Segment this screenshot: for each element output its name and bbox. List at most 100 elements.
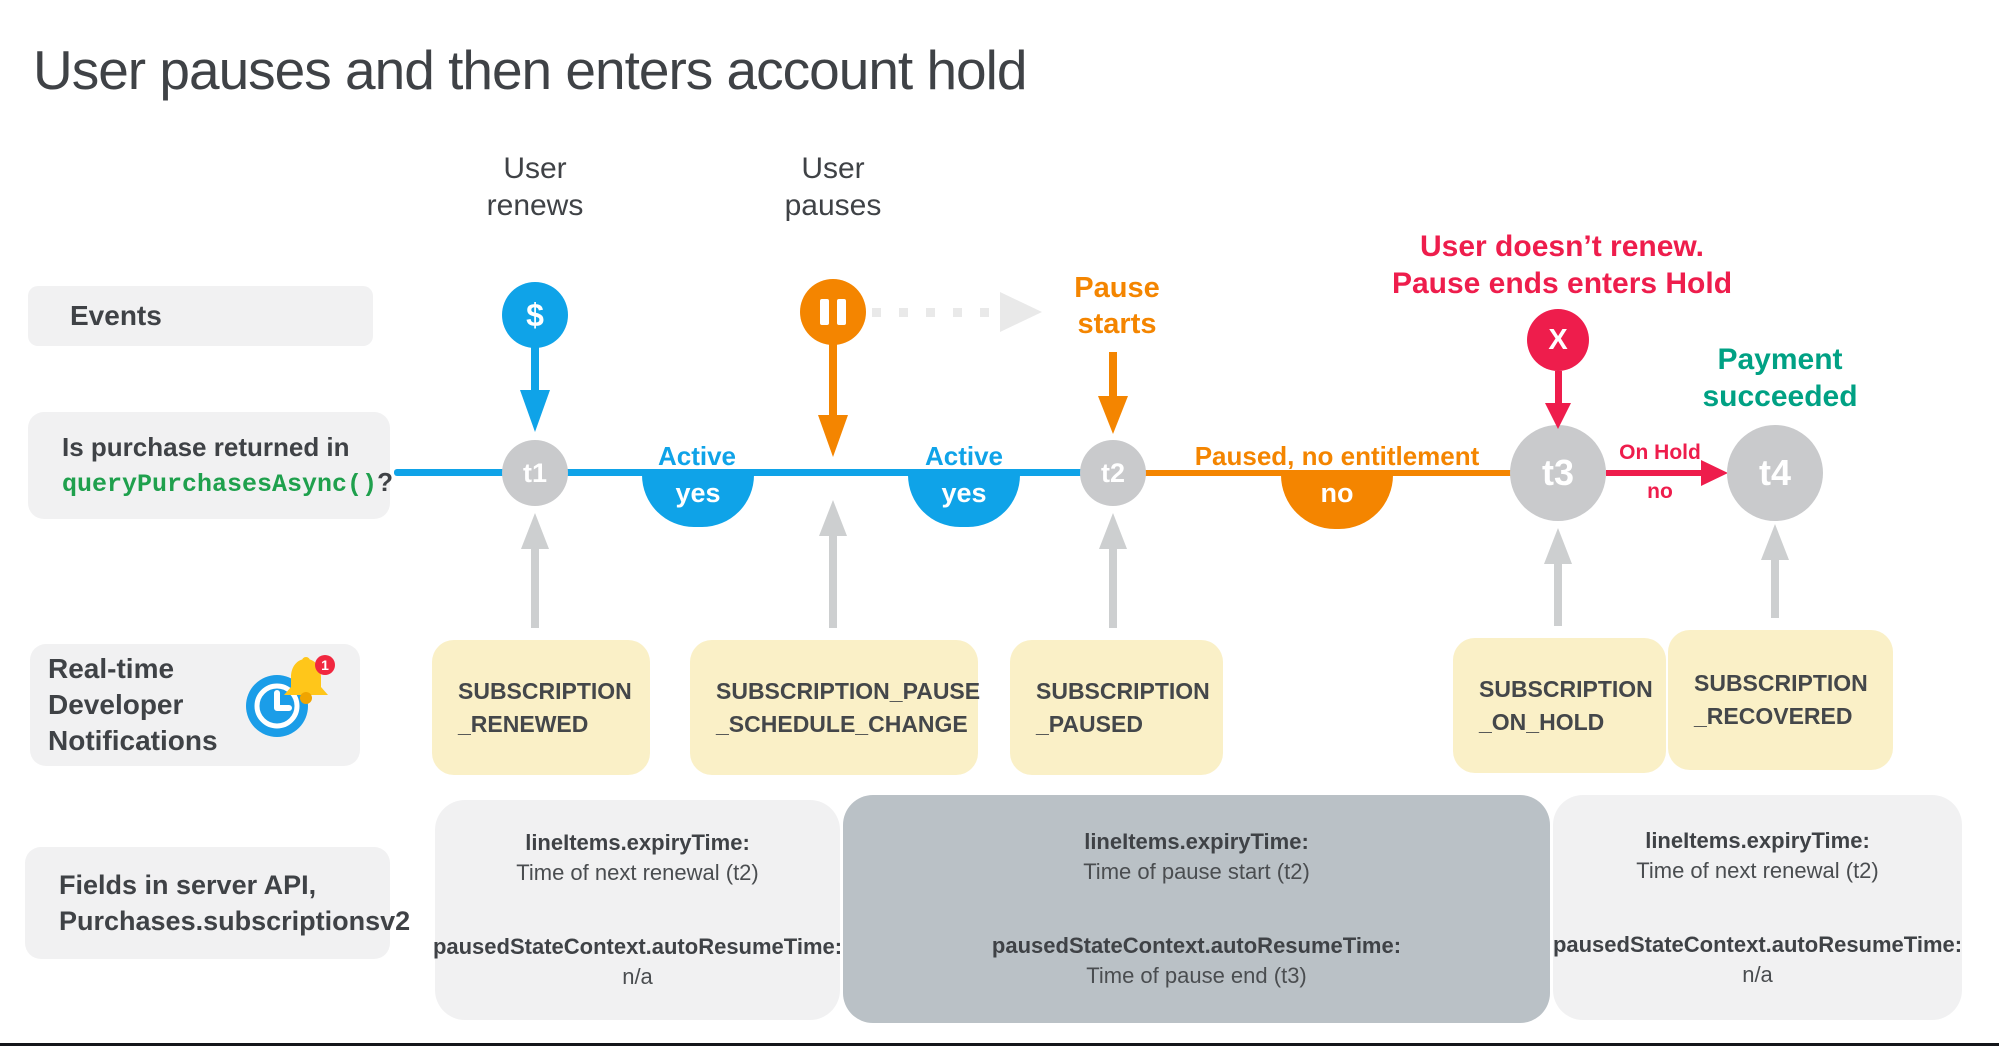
timeline-node-t1: t1 <box>502 440 568 506</box>
timeline-segment-paused <box>1113 470 1558 476</box>
field-name: lineItems.expiryTime: <box>1084 829 1309 854</box>
rtdn-recovered-line2: _RECOVERED <box>1694 703 1853 729</box>
event-pause-starts-line2: starts <box>1077 308 1157 340</box>
field-name: pausedStateContext.autoResumeTime: <box>432 934 843 959</box>
hold-arrowhead-icon <box>1701 460 1728 486</box>
field-value: Time of next renewal (t2) <box>1636 857 1879 883</box>
dotted-connector-line <box>872 308 1000 317</box>
dotted-connector-arrowhead-icon <box>1000 292 1042 332</box>
timeline-segment-hold <box>1606 470 1703 476</box>
rtdn-arrow-2-head-icon <box>819 500 847 536</box>
purchase-question-code: queryPurchasesAsync() <box>62 470 378 499</box>
rtdn-box-paused: SUBSCRIPTION _PAUSED <box>1010 640 1223 775</box>
rtdn-on-hold-line2: _ON_HOLD <box>1479 708 1605 735</box>
renew-arrow-head-icon <box>520 390 550 432</box>
rtdn-label-line3: Notifications <box>48 725 218 756</box>
rtdn-arrow-4-head-icon <box>1544 528 1572 564</box>
purchase-question-line1: Is purchase returned in <box>62 432 350 462</box>
answer-yes-badge-1: yes <box>642 475 754 527</box>
pause-arrow-shaft <box>829 343 837 415</box>
purchase-question-label: Is purchase returned in queryPurchasesAs… <box>28 412 393 519</box>
rtdn-renewed-line1: SUBSCRIPTION <box>458 677 632 704</box>
field-name: lineItems.expiryTime: <box>525 830 750 855</box>
event-pause-starts-label: Pause starts <box>1037 270 1197 342</box>
field-value: Time of next renewal (t2) <box>516 860 759 885</box>
event-user-pauses-label: User pauses <box>753 150 913 224</box>
rtdn-on-hold-line1: SUBSCRIPTION <box>1479 675 1653 702</box>
answer-no-on-hold: no <box>1647 480 1673 503</box>
hold-x-icon: X <box>1527 309 1589 371</box>
timeline-node-t4: t4 <box>1727 425 1823 521</box>
answer-yes-badge-2: yes <box>908 475 1020 527</box>
rtdn-box-recovered: SUBSCRIPTION _RECOVERED <box>1668 630 1893 770</box>
event-hold-line1: User doesn’t renew. <box>1420 230 1704 263</box>
rtdn-pause-schedule-line2: _SCHEDULE_CHANGE <box>716 710 968 737</box>
event-user-renews-label: User renews <box>455 150 615 224</box>
rtdn-box-on-hold: SUBSCRIPTION _ON_HOLD <box>1453 638 1666 773</box>
field-value: n/a <box>1742 961 1773 987</box>
event-user-renews-line1: User <box>503 152 567 185</box>
hold-arrow-shaft <box>1555 371 1562 403</box>
segment-label-active-1: Active <box>657 441 737 471</box>
event-payment-line2: succeeded <box>1702 380 1858 413</box>
purchase-question-suffix: ? <box>377 467 393 497</box>
rtdn-arrow-5-head-icon <box>1761 524 1789 560</box>
field-value: n/a <box>622 964 653 989</box>
field-value: Time of pause end (t3) <box>1086 963 1307 988</box>
events-row-label-text: Events <box>70 300 162 331</box>
rtdn-label-line1: Real-time <box>48 653 175 684</box>
event-payment-line1: Payment <box>1717 343 1843 376</box>
hold-arrow-head-icon <box>1545 403 1571 429</box>
rtdn-arrow-4-shaft <box>1554 564 1562 626</box>
field-name: lineItems.expiryTime: <box>1645 827 1870 853</box>
event-user-pauses-line2: pauses <box>784 189 882 222</box>
timeline-segment-active <box>394 469 1114 476</box>
fields-box-paused: lineItems.expiryTime: Time of pause star… <box>843 795 1550 1023</box>
pause-bar-right <box>837 299 846 325</box>
rtdn-pause-schedule-line1: SUBSCRIPTION_PAUSE <box>716 677 981 704</box>
rtdn-arrow-3-head-icon <box>1099 513 1127 549</box>
pause-starts-arrow-shaft <box>1109 352 1117 396</box>
renew-dollar-icon: $ <box>502 282 568 348</box>
rtdn-arrow-5-shaft <box>1771 560 1779 618</box>
event-pause-starts-line1: Pause <box>1074 272 1160 304</box>
fields-label-line2: Purchases.subscriptionsv2 <box>59 906 411 936</box>
rtdn-paused-line2: _PAUSED <box>1036 710 1143 737</box>
fields-box-renewed: lineItems.expiryTime: Time of next renew… <box>432 800 843 1020</box>
pause-bar-left <box>820 299 829 325</box>
pause-arrow-head-icon <box>818 415 848 457</box>
fields-label-line1: Fields in server API, <box>59 870 317 900</box>
timeline-node-t3: t3 <box>1510 425 1606 521</box>
event-user-renews-line2: renews <box>486 189 584 222</box>
segment-label-on-hold: On Hold <box>1619 441 1701 464</box>
event-hold-label: User doesn’t renew. Pause ends enters Ho… <box>1377 228 1747 302</box>
fields-box-hold: lineItems.expiryTime: Time of next renew… <box>1553 795 1962 1020</box>
timeline-node-t2: t2 <box>1080 440 1146 506</box>
rtdn-box-pause-schedule-change: SUBSCRIPTION_PAUSE _SCHEDULE_CHANGE <box>690 640 981 775</box>
renew-arrow-shaft <box>531 346 539 390</box>
bottom-divider <box>0 1043 1999 1046</box>
rtdn-paused-line1: SUBSCRIPTION <box>1036 677 1210 704</box>
rtdn-box-renewed: SUBSCRIPTION _RENEWED <box>432 640 650 775</box>
clock-notification-icon: 1 <box>243 652 343 747</box>
rtdn-recovered-line1: SUBSCRIPTION <box>1694 670 1868 696</box>
event-payment-label: Payment succeeded <box>1690 341 1870 415</box>
pause-starts-arrow-head-icon <box>1098 396 1128 434</box>
notification-badge-count: 1 <box>321 657 329 673</box>
rtdn-renewed-line2: _RENEWED <box>458 710 589 737</box>
segment-label-paused: Paused, no entitlement <box>1194 441 1480 471</box>
events-row-label: Events <box>28 286 373 346</box>
rtdn-arrow-3-shaft <box>1109 549 1117 628</box>
page-title: User pauses and then enters account hold <box>33 39 1027 101</box>
rtdn-arrow-2-shaft <box>829 536 837 628</box>
pause-icon <box>800 279 866 345</box>
fields-row-label: Fields in server API, Purchases.subscrip… <box>25 847 411 959</box>
rtdn-arrow-1-head-icon <box>521 513 549 549</box>
rtdn-label-line2: Developer <box>48 689 184 720</box>
event-user-pauses-line1: User <box>801 152 865 185</box>
answer-no-badge: no <box>1281 475 1393 529</box>
rtdn-arrow-1-shaft <box>531 549 539 628</box>
field-value: Time of pause start (t2) <box>1083 859 1310 884</box>
segment-label-active-2: Active <box>924 441 1004 471</box>
